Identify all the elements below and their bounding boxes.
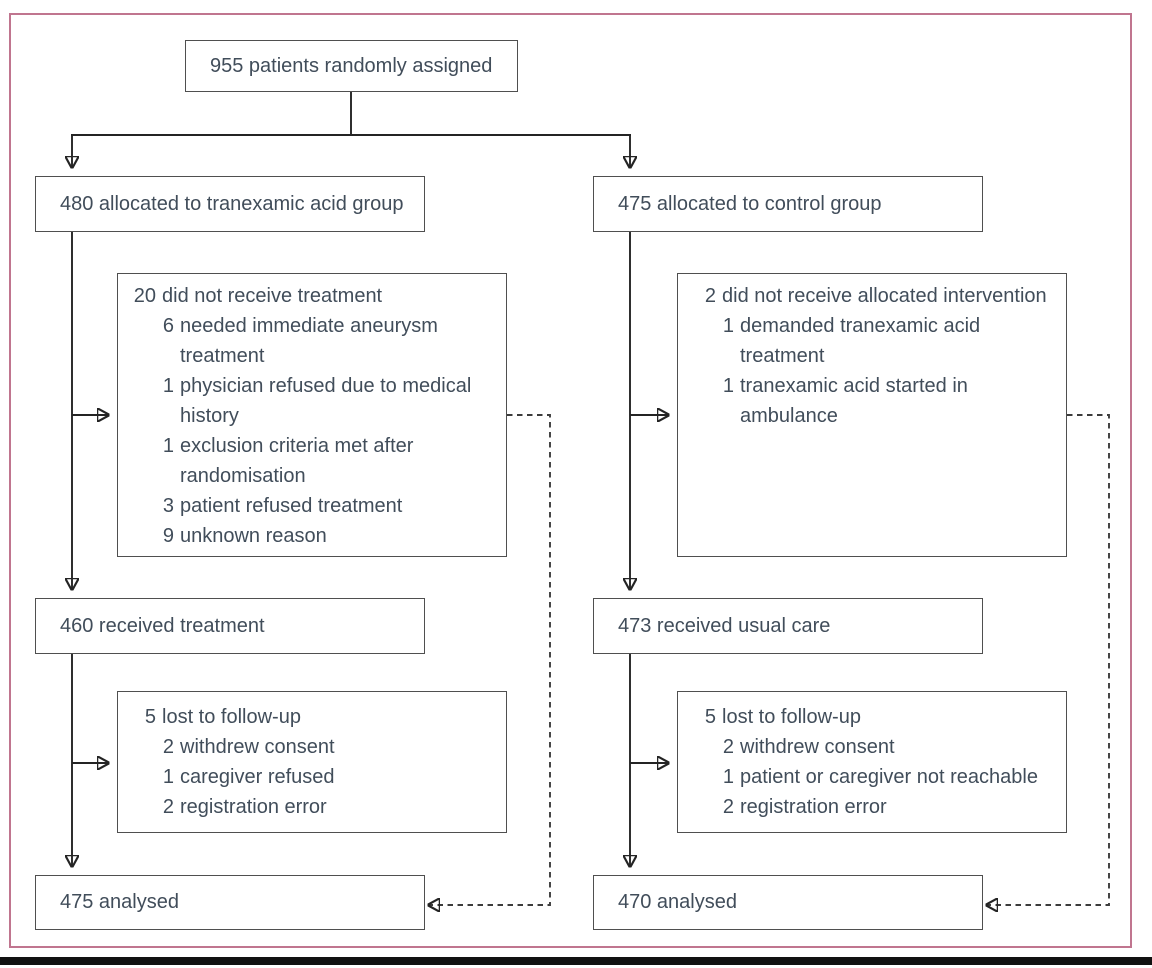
flow-text-line: history bbox=[118, 401, 506, 431]
flow-text-line: 2 withdrew consent bbox=[678, 732, 1066, 762]
flow-text-line: 2 registration error bbox=[678, 792, 1066, 822]
box-not-received-tranexamic: 20 did not receive treatment 6 needed imme… bbox=[117, 273, 507, 557]
line-text: caregiver refused bbox=[180, 766, 335, 788]
bottom-rule bbox=[0, 957, 1152, 965]
line-count: 20 bbox=[133, 285, 156, 307]
line-count: 1 bbox=[722, 766, 734, 788]
line-count: 2 bbox=[722, 796, 734, 818]
line-text: exclusion criteria met after bbox=[180, 435, 414, 457]
flow-text-line: treatment bbox=[118, 341, 506, 371]
line-count: 1 bbox=[722, 375, 734, 397]
flow-text-line: ambulance bbox=[678, 401, 1066, 431]
box-randomized: 955 patients randomly assigned bbox=[185, 40, 518, 92]
box-allocated-tranexamic: 480 allocated to tranexamic acid group bbox=[35, 176, 425, 232]
analysed-control-label: 470 analysed bbox=[618, 891, 737, 913]
line-text: registration error bbox=[180, 796, 327, 818]
analysed-tranexamic-label: 475 analysed bbox=[60, 891, 179, 913]
line-count: 5 bbox=[144, 706, 156, 728]
flow-text-line: 1 patient or caregiver not reachable bbox=[678, 762, 1066, 792]
line-text: withdrew consent bbox=[740, 736, 895, 758]
line-text: randomisation bbox=[180, 465, 306, 487]
line-count: 1 bbox=[162, 435, 174, 457]
box-analysed-control: 470 analysed bbox=[593, 875, 983, 930]
line-text: history bbox=[180, 405, 239, 427]
flow-text-line: 2 withdrew consent bbox=[118, 732, 506, 762]
line-text: did not receive allocated intervention bbox=[722, 285, 1047, 307]
line-count: 1 bbox=[162, 375, 174, 397]
line-text: registration error bbox=[740, 796, 887, 818]
flow-text-line: 1 caregiver refused bbox=[118, 762, 506, 792]
line-text: tranexamic acid started in bbox=[740, 375, 968, 397]
flow-text-line: 20 did not receive treatment bbox=[118, 281, 506, 311]
line-text: patient refused treatment bbox=[180, 495, 403, 517]
line-text: demanded tranexamic acid bbox=[740, 315, 981, 337]
line-count: 1 bbox=[162, 766, 174, 788]
flow-text-line: 9 unknown reason bbox=[118, 521, 506, 551]
line-count: 9 bbox=[162, 525, 174, 547]
line-count bbox=[678, 401, 734, 431]
line-text: treatment bbox=[740, 345, 825, 367]
flow-text-line: 5 lost to follow-up bbox=[118, 702, 506, 732]
flow-text-line: 2 did not receive allocated intervention bbox=[678, 281, 1066, 311]
line-text: lost to follow-up bbox=[722, 706, 861, 728]
line-count: 5 bbox=[704, 706, 716, 728]
line-count: 6 bbox=[162, 315, 174, 337]
allocated-control-label: 475 allocated to control group bbox=[618, 192, 882, 215]
box-allocated-control: 475 allocated to control group bbox=[593, 176, 983, 232]
allocated-tranexamic-label: 480 allocated to tranexamic acid group bbox=[60, 192, 404, 215]
line-count bbox=[118, 341, 174, 371]
flow-text-line: randomisation bbox=[118, 461, 506, 491]
line-text: needed immediate aneurysm bbox=[180, 315, 438, 337]
line-text: physician refused due to medical bbox=[180, 375, 472, 397]
flow-text-line: 2 registration error bbox=[118, 792, 506, 822]
line-text: did not receive treatment bbox=[162, 285, 383, 307]
line-text: lost to follow-up bbox=[162, 706, 301, 728]
line-count bbox=[118, 401, 174, 431]
line-count: 2 bbox=[162, 736, 174, 758]
received-usual-care-label: 473 received usual care bbox=[618, 614, 831, 637]
line-count: 2 bbox=[162, 796, 174, 818]
box-lost-followup-control: 5 lost to follow-up 2 withdrew consent 1 pa… bbox=[677, 691, 1067, 833]
flow-text-line: 1 tranexamic acid started in bbox=[678, 371, 1066, 401]
dashed-connector-excluded-to-analysed-right bbox=[987, 414, 1110, 905]
flow-text-line: 3 patient refused treatment bbox=[118, 491, 506, 521]
flow-text-line: 1 physician refused due to medical bbox=[118, 371, 506, 401]
flow-text-line: 1 demanded tranexamic acid bbox=[678, 311, 1066, 341]
flow-text-line: treatment bbox=[678, 341, 1066, 371]
line-count bbox=[118, 461, 174, 491]
line-count: 2 bbox=[704, 285, 716, 307]
line-count bbox=[678, 341, 734, 371]
line-text: unknown reason bbox=[180, 525, 327, 547]
dashed-connector-excluded-to-analysed-left bbox=[429, 414, 551, 905]
figure-frame bbox=[9, 13, 1132, 948]
flow-text-line: 1 exclusion criteria met after bbox=[118, 431, 506, 461]
box-received-treatment: 460 received treatment bbox=[35, 598, 425, 654]
flow-text-line: 5 lost to follow-up bbox=[678, 702, 1066, 732]
flow-text-line: 6 needed immediate aneurysm bbox=[118, 311, 506, 341]
line-count: 2 bbox=[722, 736, 734, 758]
box-received-usual-care: 473 received usual care bbox=[593, 598, 983, 654]
box-analysed-tranexamic: 475 analysed bbox=[35, 875, 425, 930]
line-text: withdrew consent bbox=[180, 736, 335, 758]
line-text: treatment bbox=[180, 345, 265, 367]
line-text: patient or caregiver not reachable bbox=[740, 766, 1038, 788]
randomized-label: 955 patients randomly assigned bbox=[210, 54, 493, 77]
box-lost-followup-tranexamic: 5 lost to follow-up 2 withdrew consent 1 ca… bbox=[117, 691, 507, 833]
received-treatment-label: 460 received treatment bbox=[60, 614, 265, 637]
line-count: 1 bbox=[722, 315, 734, 337]
line-text: ambulance bbox=[740, 405, 838, 427]
line-count: 3 bbox=[162, 495, 174, 517]
